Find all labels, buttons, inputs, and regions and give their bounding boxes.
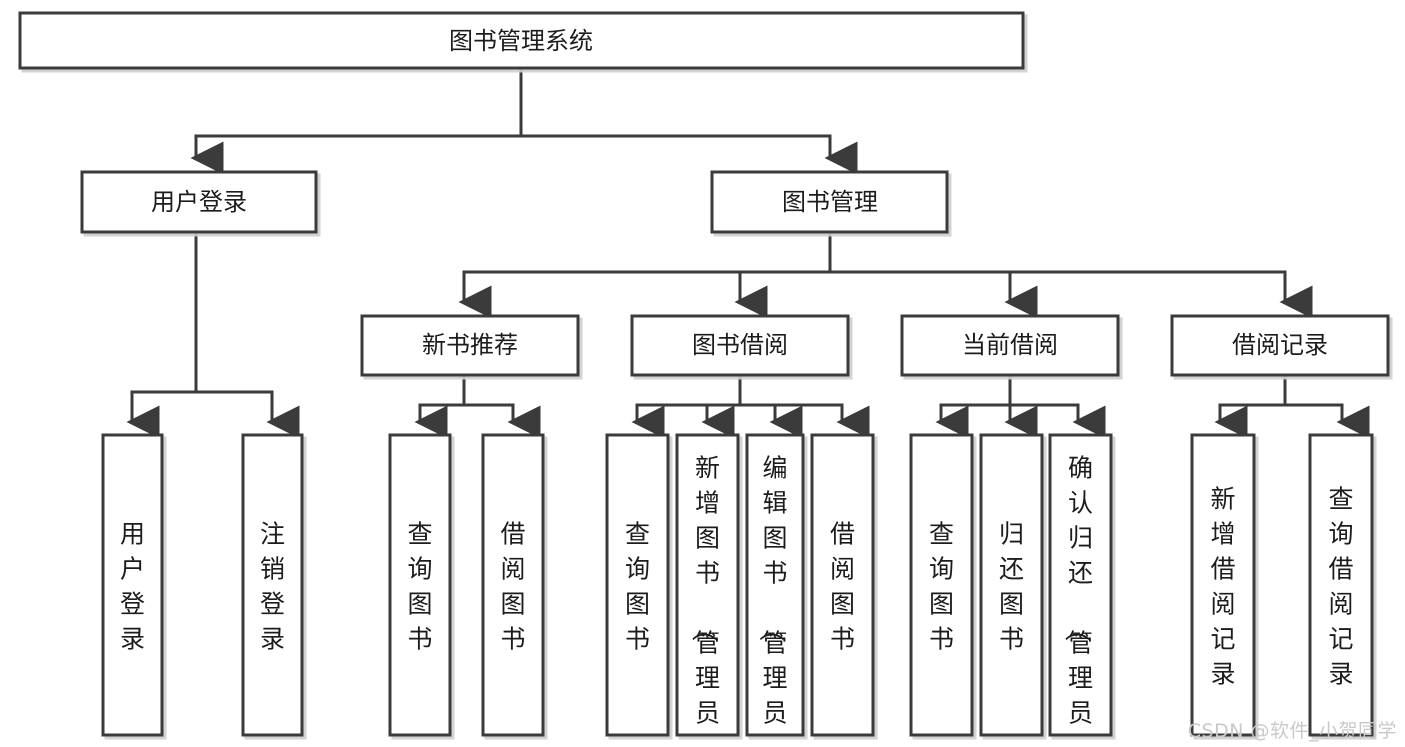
node-current-borrow-box[interactable]	[900, 314, 1120, 377]
node-new-book-recommend[interactable]: 新书推荐	[360, 314, 580, 377]
connectors	[126, 66, 1370, 439]
node-book-borrow-label: 图书借阅	[692, 331, 788, 359]
leaf-node[interactable]: 确认归还（管理员）	[1048, 433, 1113, 747]
leaf-node-box[interactable]	[1048, 433, 1113, 737]
leaf-node-box[interactable]	[1190, 433, 1256, 737]
leaf-node-box[interactable]	[675, 433, 740, 737]
node-book-borrow-box[interactable]	[630, 314, 850, 377]
leaf-node-label: 查询借阅记录	[1328, 484, 1353, 688]
csdn-watermark: CSDN @软件_小贺同学	[1187, 720, 1397, 742]
leaf-node-box[interactable]	[909, 433, 974, 737]
leaf-node[interactable]: 查询图书	[605, 433, 670, 737]
leaf-node[interactable]: 编辑图书（管理员）	[745, 433, 805, 747]
node-borrow-record[interactable]: 借阅记录	[1170, 314, 1390, 377]
leaf-node-label: 借阅图书	[500, 519, 525, 653]
leaf-node-box[interactable]	[605, 433, 670, 737]
node-book-manage-label: 图书管理	[782, 188, 878, 216]
leaf-node-box[interactable]	[388, 433, 452, 737]
node-new-book-recommend-label: 新书推荐	[422, 331, 518, 359]
leaf-node-box[interactable]	[810, 433, 875, 737]
leaf-node-label: 用户登录	[120, 519, 145, 653]
leaf-node[interactable]: 用户登录	[101, 433, 164, 737]
leaf-node-label: 新增借阅记录	[1210, 484, 1235, 688]
leaf-node-box[interactable]	[1308, 433, 1374, 737]
node-current-borrow-label: 当前借阅	[962, 331, 1058, 359]
node-book-borrow[interactable]: 图书借阅	[630, 314, 850, 377]
leaf-node-label: 查询图书	[625, 519, 650, 653]
leaf-node[interactable]: 新增图书（管理员）	[675, 433, 740, 747]
node-book-manage[interactable]: 图书管理	[710, 170, 949, 234]
leaf-node-label: 确认归还（管理员）	[1062, 453, 1093, 747]
node-borrow-record-label: 借阅记录	[1232, 331, 1328, 359]
leaf-node[interactable]: 借阅图书	[481, 433, 545, 737]
leaf-node-label: 查询图书	[929, 519, 954, 653]
leaf-node-label: 新增图书（管理员）	[689, 453, 720, 747]
leaf-node[interactable]: 归还图书	[979, 433, 1044, 737]
leaf-node-label: 查询图书	[407, 519, 432, 653]
leaf-node-label: 借阅图书	[830, 519, 855, 653]
leaf-node-label: 归还图书	[999, 519, 1024, 653]
node-book-manage-box[interactable]	[710, 170, 949, 234]
node-user-login-label: 用户登录	[151, 188, 247, 216]
node-root[interactable]: 图书管理系统	[18, 11, 1025, 70]
leaf-node-box[interactable]	[241, 433, 304, 737]
node-new-book-recommend-box[interactable]	[360, 314, 580, 377]
node-root-label: 图书管理系统	[449, 27, 593, 55]
leaf-node-box[interactable]	[481, 433, 545, 737]
node-borrow-record-box[interactable]	[1170, 314, 1390, 377]
leaf-node-box[interactable]	[101, 433, 164, 737]
leaf-node[interactable]: 查询图书	[388, 433, 452, 737]
leaf-node-label: 注销登录	[260, 519, 285, 653]
node-user-login[interactable]: 用户登录	[80, 170, 318, 234]
leaf-node[interactable]: 查询图书	[909, 433, 974, 737]
leaf-nodes: 用户登录 注销登录 查询图书 借阅图书 查询图书 新增图书（管理员） 编辑图书（管理员） 借阅…	[101, 433, 1374, 747]
node-current-borrow[interactable]: 当前借阅	[900, 314, 1120, 377]
leaf-node-box[interactable]	[745, 433, 805, 737]
leaf-node[interactable]: 查询借阅记录	[1308, 433, 1374, 737]
node-user-login-box[interactable]	[80, 170, 318, 234]
leaf-node[interactable]: 新增借阅记录	[1190, 433, 1256, 737]
leaf-node-box[interactable]	[979, 433, 1044, 737]
node-root-box[interactable]	[18, 11, 1025, 70]
leaf-node[interactable]: 借阅图书	[810, 433, 875, 737]
leaf-node[interactable]: 注销登录	[241, 433, 304, 737]
leaf-node-label: 编辑图书（管理员）	[756, 453, 787, 747]
